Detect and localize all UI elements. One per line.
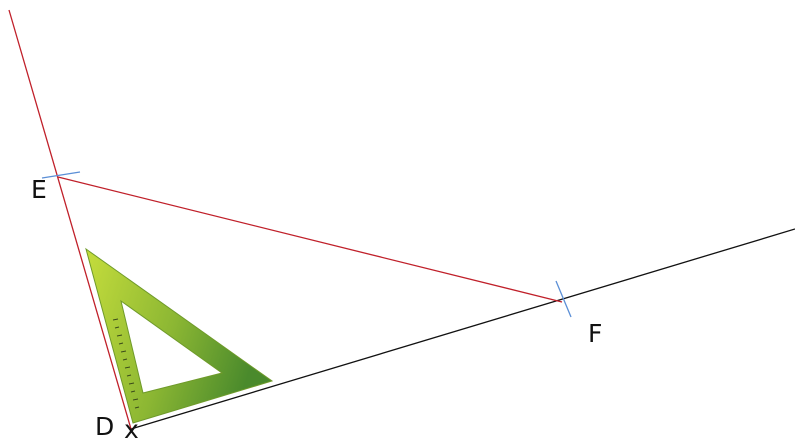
arc-mark-e — [41, 171, 81, 179]
set-square-icon[interactable] — [85, 247, 274, 424]
point-label-e: E — [31, 175, 47, 204]
ray-from-d-through-f — [130, 228, 795, 430]
point-label-d: D — [95, 412, 115, 441]
segment-ef — [57, 176, 563, 303]
point-marker-d: x — [124, 415, 139, 444]
ray-from-d-through-e — [8, 9, 132, 430]
arc-mark-f — [555, 280, 572, 318]
set-square-ruler-ticks — [112, 318, 140, 409]
point-label-f: F — [588, 319, 603, 348]
